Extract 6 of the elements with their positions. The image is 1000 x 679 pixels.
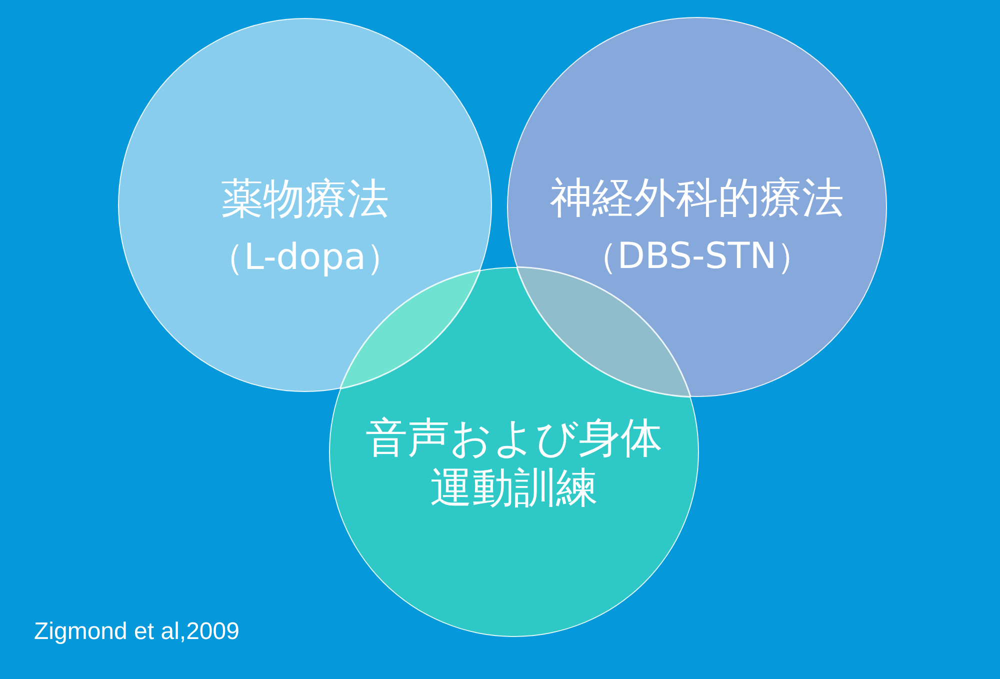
citation-text: Zigmond et al,2009 [34,618,240,646]
circle-label: 音声および身体運動訓練 [364,413,664,514]
circle-label: （DBS-STN） [580,235,814,278]
circle-label: 神経外科的療法 [549,173,845,224]
circle-label: 薬物療法 [220,174,390,224]
circle-label: （L-dopa） [206,236,404,280]
